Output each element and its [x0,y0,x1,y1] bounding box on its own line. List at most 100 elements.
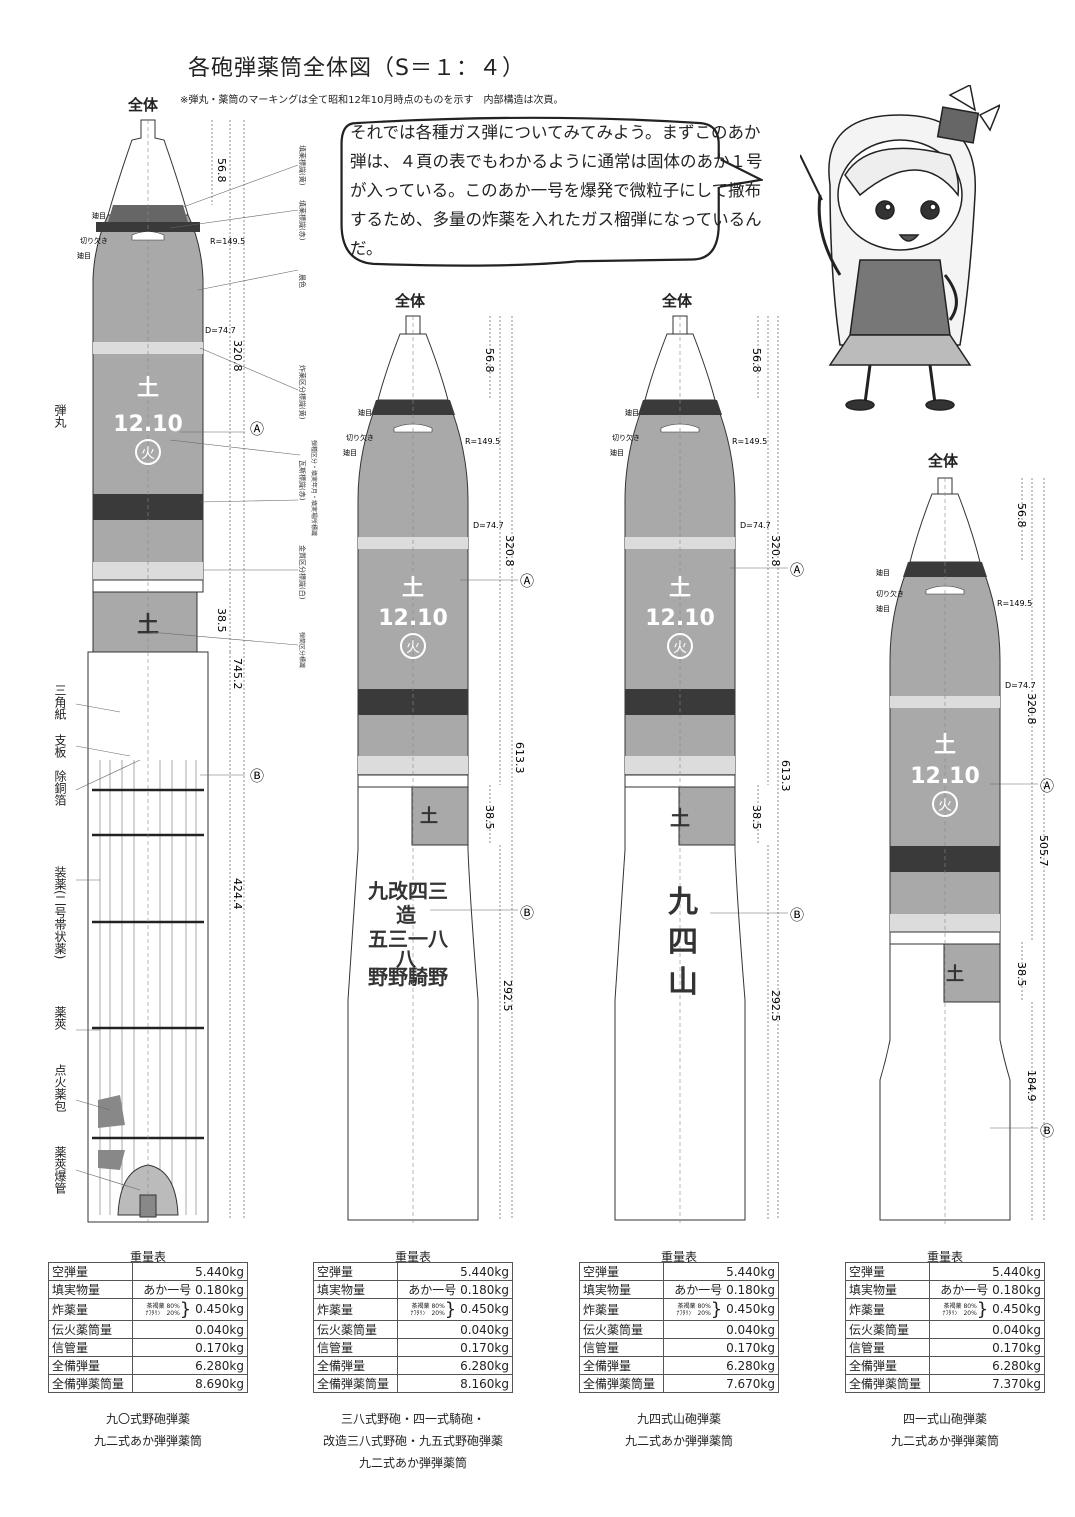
shell-3-radius: R=149.5 [732,437,767,446]
wt-value: 0.170kg [663,1338,779,1357]
wt-total: 7.670kg [663,1374,779,1393]
side-label-6: 瓦斯標識(赤) [298,460,307,501]
wt-label: 填実物量 [47,1280,134,1299]
wt-label: 全備弾薬筒量 [578,1374,665,1393]
wt-value: 6.280kg [663,1356,779,1375]
shell-4-dim-2: 320.8 [1025,693,1038,725]
shell-2-mark-fire: 火 [406,640,420,656]
side-label-4: 炸薬区分標識(黄) [298,365,307,420]
shell-1-diameter: D=74.7 [205,326,236,335]
shell-1-dim-4: 745.2 [231,658,244,690]
shell-2-label-kirikaki: 切り欠き [346,433,374,442]
wt-val: 0.450kg [992,1302,1041,1316]
part-label-bomb: 弾丸 [53,404,67,428]
shell-2-case-text-5: 野野騎野 [368,965,448,989]
shell-1-mark-b: Ⓑ [250,769,264,785]
wt-value: 茶褐薬 80%ﾅﾌﾀﾘﾝ 20%} 0.450kg [397,1298,513,1321]
wt-total: 8.690kg [132,1374,248,1393]
wt-sub: あか一号 [674,1283,723,1297]
header-shell-4: 全体 [928,452,959,470]
wt-label: 全備弾量 [312,1356,399,1375]
shell-3-dim-5: 292.5 [769,990,782,1022]
shell-4-dim-3: 38.5 [1015,962,1028,987]
part-label-yakkyo: 薬莢 [53,1006,67,1030]
wt-value: 0.040kg [929,1320,1045,1339]
shell-3-case-text-3: 山 [668,965,698,1000]
wt-label: 填実物量 [578,1280,665,1299]
wt-value: 5.440kg [929,1262,1045,1281]
wt-sub: あか一号 [940,1283,989,1297]
shell-2-diameter: D=74.7 [473,521,504,530]
shell-2-dim-2: 320.8 [503,535,516,567]
wt-value: 0.040kg [663,1320,779,1339]
wt-value: あか一号 0.180kg [929,1280,1045,1299]
speech-bubble [340,116,763,267]
wt-val: 0.450kg [726,1302,775,1316]
caption-line: 九〇式野砲弾薬 [105,1412,190,1426]
wt-value: あか一号 0.180kg [663,1280,779,1299]
wt-value: 6.280kg [132,1356,248,1375]
shell-3-dim-2: 320.8 [769,535,782,567]
shell-1-dim-1: 56.8 [215,158,228,183]
wt-label: 全備弾量 [844,1356,931,1375]
wt-label: 伝火薬筒量 [578,1320,665,1339]
caption-3: 九四式山砲弾薬 九二式あか弾弾薬筒 [579,1408,779,1452]
wt-sub: あか一号 [143,1283,192,1297]
wt-total: 7.370kg [929,1374,1045,1393]
wt-val: 0.180kg [460,1283,509,1297]
wt-value: 5.440kg [663,1262,779,1281]
wt-label: 信管量 [578,1338,665,1357]
shell-2-radius: R=149.5 [465,437,500,446]
caption-4: 四一式山砲弾薬 九二式あか弾弾薬筒 [845,1408,1045,1452]
caption-line: 九四式山砲弾薬 [636,1412,721,1426]
caption-2: 三八式野砲・四一式騎砲・ 改造三八式野砲・九五式野砲弾薬 九二式あか弾弾薬筒 [300,1408,526,1474]
shell-4-dim-1: 56.8 [1015,503,1028,528]
shell-1-label-daimoku-1: 廸目 [92,211,106,220]
weight-table-3-title: 重量表 [660,1250,697,1264]
caption-line: 九二式あか弾弾薬筒 [890,1434,999,1448]
shell-3-mark-date: 12.10 [645,606,715,631]
wt-label: 炸薬量 [578,1298,665,1321]
page-title: 各砲弾薬筒全体図（S＝１：４） [188,56,525,81]
shell-1-label-kirikaki: 切り欠き [80,236,108,245]
shell-1-case-mark: 土 [137,613,159,638]
wt-val: 0.180kg [195,1283,244,1297]
shell-2-dim-4: 613.3 [513,742,526,774]
wt-label: 炸薬量 [844,1298,931,1321]
shell-2-drawing [347,315,479,1225]
wt-value: 5.440kg [397,1262,513,1281]
part-label-tenka: 点火薬包 [53,1064,67,1112]
shell-2-case-text-2: 造 [396,903,417,927]
shell-1-mark-kanji: 土 [137,376,159,401]
wt-value: 0.040kg [397,1320,513,1339]
shell-4-mark-date: 12.10 [910,764,980,789]
shell-3-label-kirikaki: 切り欠き [612,433,640,442]
wt-label: 全備弾量 [47,1356,134,1375]
wt-label: 空弾量 [47,1262,134,1281]
shell-1-radius: R=149.5 [210,237,245,246]
wt-val: 0.180kg [726,1283,775,1297]
caption-line: 九二式あか弾弾薬筒 [358,1456,467,1470]
wt-label: 填実物量 [312,1280,399,1299]
shell-1-label-daimoku-2: 廸目 [77,251,91,260]
header-shell-3: 全体 [662,292,693,310]
shell-3-label-daimoku-1: 廸目 [625,408,639,417]
wt-value: 6.280kg [397,1356,513,1375]
caption-line: 九二式あか弾弾薬筒 [624,1434,733,1448]
wt-label: 全備弾薬筒量 [47,1374,134,1393]
side-label-2: 填薬標識(赤) [298,200,307,241]
wt-value: 茶褐薬 80%ﾅﾌﾀﾘﾝ 20%} 0.450kg [132,1298,248,1321]
side-label-7: 金質区分標識(白) [298,545,307,600]
shell-2-mark-a: Ⓐ [520,574,534,590]
wt-label: 空弾量 [578,1262,665,1281]
wt-label: 填実物量 [844,1280,931,1299]
wt-mix: 茶褐薬 80%ﾅﾌﾀﾘﾝ 20% [145,1302,180,1317]
shell-2-mark-b: Ⓑ [520,906,534,922]
shell-4-diameter: D=74.7 [1005,681,1036,690]
wt-val: 0.450kg [195,1302,244,1316]
shell-1-mark-date: 12.10 [113,412,183,437]
wt-mix: 茶褐薬 80%ﾅﾌﾀﾘﾝ 20% [410,1302,445,1317]
wt-label: 全備弾薬筒量 [312,1374,399,1393]
